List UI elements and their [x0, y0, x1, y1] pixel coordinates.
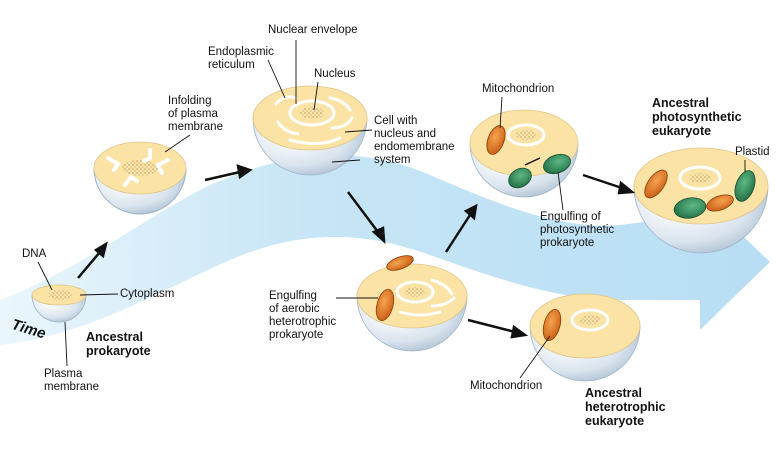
label-plasma-membrane: Plasma membrane: [44, 368, 99, 393]
engulfed-plastid: [508, 167, 532, 189]
label-ancestral-prokaryote: Ancestral prokaryote: [86, 330, 151, 358]
plastid-photo-1: [673, 197, 707, 219]
engulfed-mitochondrion: [375, 289, 395, 321]
label-plastid: Plastid: [735, 146, 770, 158]
arrow-2: [204, 170, 241, 182]
free-aerobic-prokaryote: [386, 255, 414, 271]
arrow-1: [77, 251, 101, 279]
label-ancestral-heterotrophic: Ancestral heterotrophic eukaryote: [585, 386, 666, 428]
cell-engulfing-aerobic: [356, 255, 468, 352]
label-endoplasmic-reticulum: Endoplasmic reticulum: [208, 46, 274, 71]
cell-ancestral-photosynthetic: [633, 147, 769, 254]
arrow-3: [347, 191, 379, 233]
plastid-photo-2: [734, 170, 756, 202]
label-cell-with-nucleus: Cell with nucleus and endomembrane syste…: [374, 115, 455, 166]
leader-cell-nucleus: [344, 129, 373, 133]
free-photosynthetic-prokaryote: [543, 153, 571, 175]
label-infolding: Infolding of plasma membrane: [168, 95, 223, 133]
leader-plasma: [64, 321, 68, 367]
label-engulfing-aerobic: Engulfing of aerobic heterotrophic proka…: [269, 290, 337, 341]
mitochondrion-photo-2: [706, 194, 734, 212]
leader-nucleus: [313, 81, 319, 111]
cell-with-nucleus: [252, 85, 368, 176]
leader-infolding: [164, 134, 191, 153]
leader-photo: [557, 171, 564, 211]
label-ancestral-photosynthetic: Ancestral photosynthetic eukaryote: [652, 96, 742, 138]
arrow-6: [582, 173, 623, 190]
leader-mito-top: [499, 96, 503, 129]
cell-engulfing-photosynthetic: [469, 109, 579, 198]
label-nuclear-envelope: Nuclear envelope: [268, 24, 358, 36]
cell-infolding: [93, 141, 187, 215]
label-mitochondrion-top: Mitochondrion: [482, 83, 555, 95]
label-nucleus: Nucleus: [314, 68, 356, 80]
arrow-5: [467, 318, 516, 334]
label-engulfing-photosynthetic: Engulfing of photosynthetic prokaryote: [540, 211, 615, 249]
mitochondrion-photo-1: [644, 169, 668, 199]
leader-cytoplasm: [79, 293, 119, 296]
dna-region: [48, 290, 72, 300]
leader-endomembrane: [331, 159, 361, 163]
leader-mito-bottom: [519, 335, 551, 379]
arrow-4: [444, 214, 472, 253]
label-mitochondrion-bottom: Mitochondrion: [470, 380, 543, 392]
nuclear-envelope: [288, 99, 336, 127]
leader-er: [267, 59, 286, 99]
mitochondrion-heterotroph: [542, 309, 562, 341]
arrow-inner: [524, 157, 541, 166]
label-dna: DNA: [22, 248, 47, 260]
label-cytoplasm: Cytoplasm: [120, 288, 175, 300]
leader-dna: [37, 261, 53, 291]
mitochondrion-in-cell: [486, 125, 506, 155]
cell-ancestral-heterotrophic: [529, 293, 641, 382]
time-band: [0, 155, 770, 345]
nucleus: [300, 107, 324, 119]
